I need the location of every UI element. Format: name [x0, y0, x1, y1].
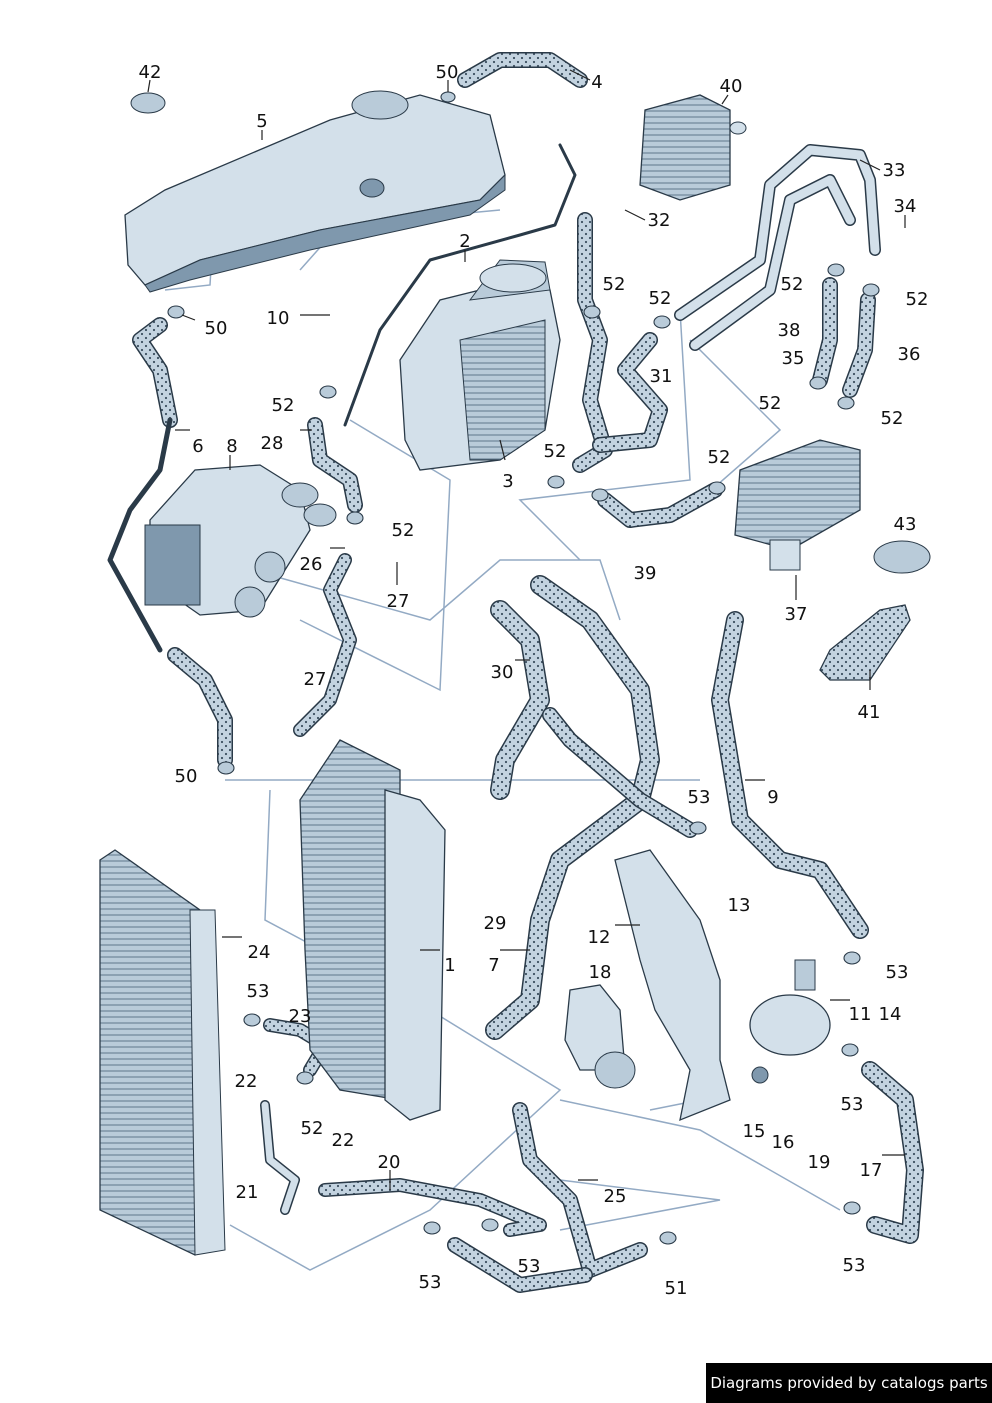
callout-34: 34: [894, 196, 917, 217]
expansion-tank-3: [399, 259, 561, 471]
callout-15: 15: [743, 1121, 766, 1142]
callout-31: 31: [650, 366, 673, 387]
callout-52k: 52: [301, 1118, 324, 1139]
callout-22a: 22: [235, 1071, 258, 1092]
callout-23: 23: [289, 1006, 312, 1027]
cap-42: [130, 92, 166, 114]
bracket-12: [614, 849, 731, 1122]
hoses: [107, 52, 924, 1293]
callout-33: 33: [883, 160, 906, 181]
cap-43: [873, 540, 931, 574]
callout-52g: 52: [881, 408, 904, 429]
callout-26: 26: [300, 554, 323, 575]
callout-11: 11: [849, 1004, 872, 1025]
radiator-1: [299, 739, 446, 1121]
callout-52h: 52: [544, 441, 567, 462]
callout-40: 40: [720, 76, 743, 97]
coolant-line-2: [343, 143, 577, 427]
oil-cooler-40: [639, 94, 747, 201]
transmission-cooler-37: [734, 439, 861, 571]
callout-17: 17: [860, 1160, 883, 1181]
callout-12: 12: [588, 927, 611, 948]
callout-22b: 22: [332, 1130, 355, 1151]
callout-53b: 53: [886, 962, 909, 983]
callout-3: 3: [502, 471, 513, 492]
callout-20: 20: [378, 1152, 401, 1173]
valve-18: [564, 984, 636, 1089]
callout-51: 51: [665, 1278, 688, 1299]
callout-53f: 53: [419, 1272, 442, 1293]
callout-7: 7: [488, 955, 499, 976]
callout-32: 32: [648, 210, 671, 231]
callout-42: 42: [139, 62, 162, 83]
callout-8: 8: [226, 436, 237, 457]
callout-14: 14: [879, 1004, 902, 1025]
seal-41: [819, 604, 911, 681]
callout-43: 43: [894, 514, 917, 535]
callout-53g: 53: [843, 1255, 866, 1276]
callout-28: 28: [261, 433, 284, 454]
callout-27a: 27: [387, 591, 410, 612]
callout-10: 10: [267, 308, 290, 329]
callout-52j: 52: [392, 520, 415, 541]
credit-text: Diagrams provided by catalogs parts: [710, 1374, 988, 1392]
callout-36: 36: [898, 344, 921, 365]
thermostat-housing-8: [144, 464, 337, 618]
callout-38: 38: [778, 320, 801, 341]
pump-11: [749, 959, 831, 1084]
callout-16: 16: [772, 1132, 795, 1153]
callout-52a: 52: [603, 274, 626, 295]
callout-50: 50: [436, 62, 459, 83]
callout-19: 19: [808, 1152, 831, 1173]
callout-41: 41: [858, 702, 881, 723]
callout-13: 13: [728, 895, 751, 916]
callout-30: 30: [491, 662, 514, 683]
callout-6: 6: [192, 436, 203, 457]
pipes-33: [674, 144, 881, 351]
callout-37: 37: [785, 604, 808, 625]
callout-1: 1: [444, 955, 455, 976]
credit-banner: Diagrams provided by catalogs parts: [706, 1363, 992, 1403]
callout-53a: 53: [688, 787, 711, 808]
callout-2: 2: [459, 231, 470, 252]
callout-39: 39: [634, 563, 657, 584]
callout-labels: 42 50 4 40 5 33 34 2 32 52 50 10 52 38 5…: [139, 62, 929, 1299]
hose-clamps: [167, 91, 880, 1245]
callout-52b: 52: [649, 288, 672, 309]
intake-manifold-5: [124, 90, 506, 293]
callout-53e: 53: [518, 1256, 541, 1277]
callout-52c: 52: [781, 274, 804, 295]
callout-50b: 50: [205, 318, 228, 339]
radiator-24: [99, 849, 226, 1256]
callout-35: 35: [782, 348, 805, 369]
callout-53c: 53: [247, 981, 270, 1002]
callout-5: 5: [256, 111, 267, 132]
callout-52f: 52: [759, 393, 782, 414]
callout-52i: 52: [708, 447, 731, 468]
callout-9: 9: [767, 787, 778, 808]
leader-lines: [147, 69, 906, 1190]
callout-52d: 52: [906, 289, 929, 310]
callout-25: 25: [604, 1186, 627, 1207]
callout-24: 24: [248, 942, 271, 963]
callout-27b: 27: [304, 669, 327, 690]
callout-4: 4: [591, 72, 602, 93]
callout-50c: 50: [175, 766, 198, 787]
callout-29: 29: [484, 913, 507, 934]
callout-18: 18: [589, 962, 612, 983]
callout-52e: 52: [272, 395, 295, 416]
callout-53d: 53: [841, 1094, 864, 1115]
callout-21: 21: [236, 1182, 259, 1203]
